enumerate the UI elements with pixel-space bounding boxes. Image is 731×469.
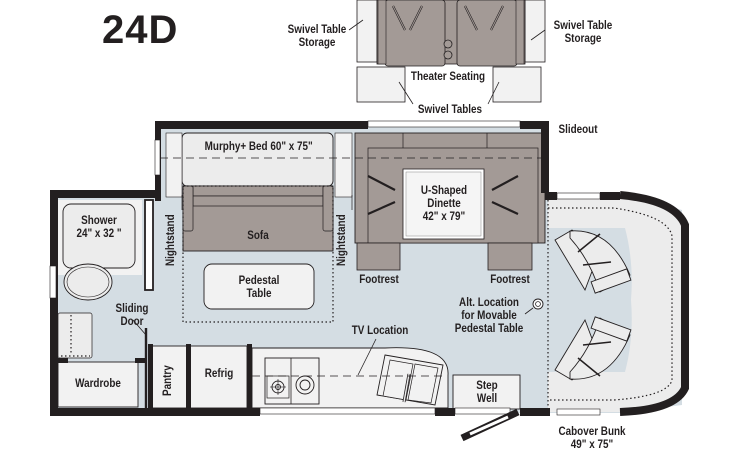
label-sofa: Sofa — [247, 230, 269, 242]
label-footrest-right: Footrest — [490, 274, 530, 286]
label-slideout: Slideout — [558, 124, 598, 136]
label-footrest-left: Footrest — [359, 274, 399, 286]
label-u-shaped-dinette: U-Shaped Dinette 42" x 79" — [420, 185, 468, 223]
theater-seating-extension — [348, 0, 546, 105]
label-refrig: Refrig — [204, 368, 234, 380]
label-wardrobe: Wardrobe — [75, 378, 121, 390]
label-tv-location: TV Location — [351, 325, 409, 337]
label-shower: Shower 24" x 32 " — [76, 215, 122, 240]
label-swivel-table-storage-right: Swivel Table Storage — [553, 20, 613, 45]
label-nightstand-right: Nightstand — [336, 214, 348, 266]
model-title: 24D — [102, 8, 179, 52]
label-pedestal-table: Pedestal Table — [238, 275, 280, 300]
label-murphy-bed: Murphy+ Bed 60" x 75" — [204, 141, 313, 153]
label-theater-seating: Theater Seating — [410, 71, 486, 83]
label-swivel-tables: Swivel Tables — [417, 104, 483, 116]
label-alt-location: Alt. Location for Movable Pedestal Table — [454, 297, 524, 335]
label-swivel-table-storage-left: Swivel Table Storage — [287, 24, 347, 49]
label-pantry: Pantry — [162, 365, 174, 396]
label-cabover-bunk: Cabover Bunk 49" x 75" — [558, 426, 626, 451]
label-sliding-door: Sliding Door — [115, 303, 149, 328]
cab-seat-driver — [554, 229, 632, 294]
main-floor — [49, 120, 689, 442]
cab-seat-passenger — [554, 316, 632, 381]
label-step-well: Step Well — [476, 380, 498, 405]
label-nightstand-left: Nightstand — [165, 214, 177, 266]
